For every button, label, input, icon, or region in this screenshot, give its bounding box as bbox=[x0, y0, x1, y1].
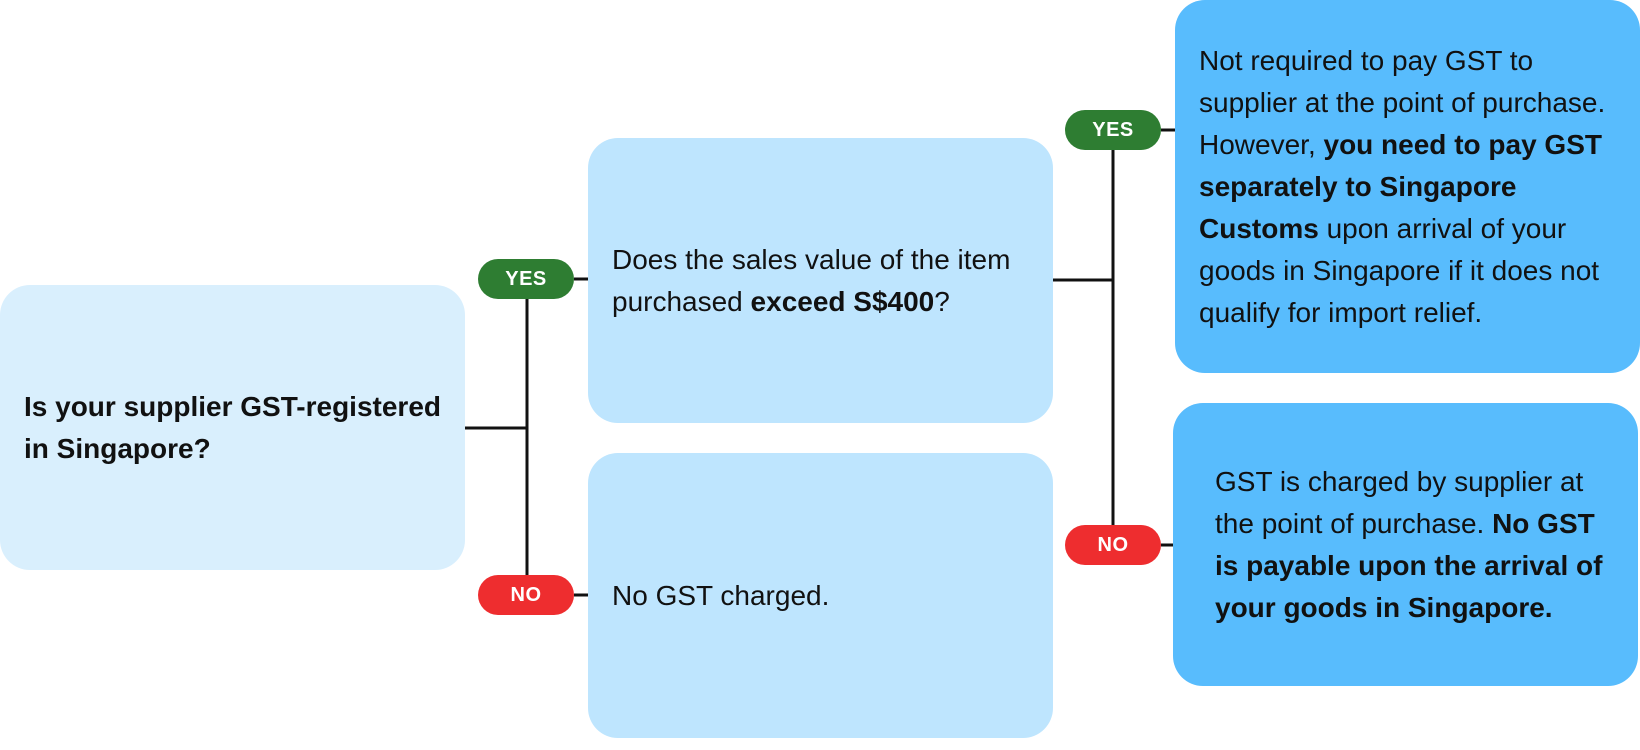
result-supplier-charged-text: GST is charged by supplier at the point … bbox=[1215, 465, 1603, 623]
no-label-registered: NO bbox=[478, 575, 574, 615]
result-no-gst-charged: No GST charged. bbox=[588, 453, 1053, 738]
yes-label-exceed: YES bbox=[1065, 110, 1161, 150]
no-label-exceed: NO bbox=[1065, 525, 1161, 565]
question-exceed-value-text: Does the sales value of the item purchas… bbox=[612, 243, 1011, 317]
result-no-gst-charged-text: No GST charged. bbox=[612, 579, 830, 611]
question-gst-registered-text: Is your supplier GST-registered in Singa… bbox=[24, 390, 442, 464]
question-gst-registered: Is your supplier GST-registered in Singa… bbox=[0, 285, 465, 570]
question-exceed-value: Does the sales value of the item purchas… bbox=[588, 138, 1053, 423]
yes-label-registered: YES bbox=[478, 259, 574, 299]
result-pay-customs: Not required to pay GST to supplier at t… bbox=[1175, 0, 1640, 373]
result-pay-customs-text: Not required to pay GST to supplier at t… bbox=[1199, 44, 1606, 328]
result-supplier-charged: GST is charged by supplier at the point … bbox=[1173, 403, 1638, 686]
